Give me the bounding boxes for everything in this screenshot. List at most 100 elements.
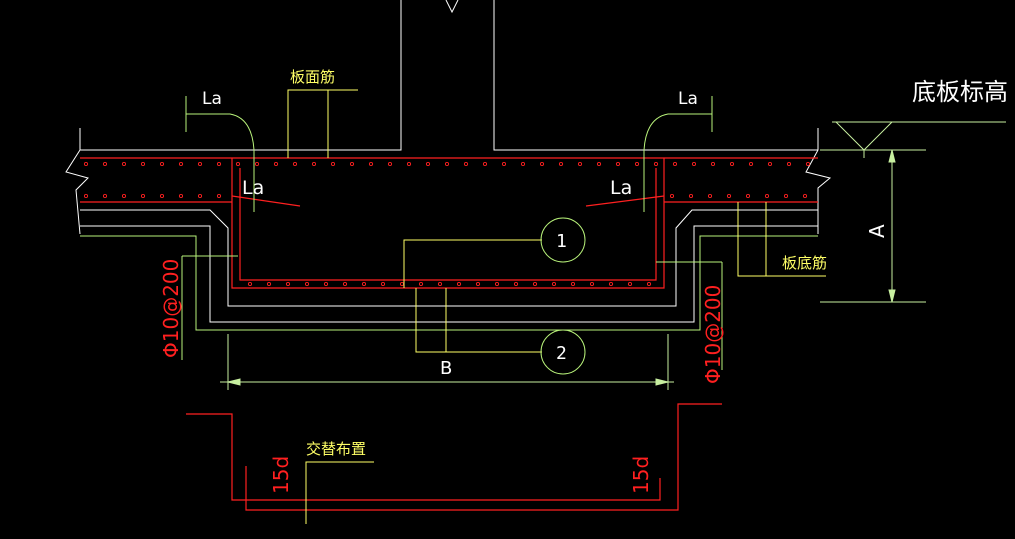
dimensions [220,121,1006,390]
rebar-dot [425,161,431,167]
callout-2-leader [415,288,542,353]
hook-length-right: 15d [629,456,653,494]
rebar-dot [330,161,336,167]
rebar-dot [235,161,241,167]
stirrup-spec-left: Φ10@200 [159,259,183,358]
rebar-dot [406,161,412,167]
rebar-dot [532,281,538,287]
rebar-dot [520,161,526,167]
break-line-left [65,128,89,235]
rebar-dot [83,161,89,167]
rebar-dot [285,281,291,287]
callout-1-number: 1 [556,231,567,252]
staggered-label: 交替布置 [306,440,366,458]
la-anchor-left-top [231,195,301,207]
rebar-dot [745,193,751,199]
dim-a-arrow-top [888,149,896,163]
rebar-dot [577,161,583,167]
la-bend-right [643,113,712,212]
rebar-dot [83,193,89,199]
rebar-dot [102,193,108,199]
concrete-outline [65,0,832,323]
hook-length-left: 15d [269,456,293,494]
rebar-dot [197,193,203,199]
rebar-dot [342,281,348,287]
stirrup-spec-right: Φ10@200 [701,285,725,384]
rebar-dot [707,193,713,199]
rebar-dot [216,193,222,199]
rebar-dot [197,161,203,167]
rebar-dot [634,161,640,167]
la-label-mid-right: La [610,177,632,199]
rebar-dot [786,161,792,167]
column-left-edge [80,0,402,151]
rebar-dot [311,161,317,167]
hook-bottom-right [245,403,722,511]
callout-2-number: 2 [556,343,567,364]
rebar-dot [672,161,678,167]
leaders [181,96,723,370]
la-anchor-right-top [585,195,665,207]
rebar-dot [387,161,393,167]
rebar-dot [121,193,127,199]
rebar-dots [83,161,811,287]
staggered-leader [305,461,374,524]
pit-offset-outline [80,0,818,331]
slab-bottom-left [80,209,818,307]
la-bend-left [186,113,255,212]
rebar-dot [729,161,735,167]
rebar-dot [653,161,659,167]
pit-outer-left [80,225,818,323]
rebar-dot [805,161,811,167]
annotations: 板面筋 板底筋 底板标高 交替布置 La La La La B A 1 2 Φ1… [159,68,1008,494]
rebar-dot [292,161,298,167]
pit-inner-rebar [239,168,657,281]
dim-b-label: B [440,358,452,379]
rebar-dot [627,281,633,287]
rebar-dot [463,161,469,167]
rebar-dot [216,161,222,167]
rebar-dot [266,281,272,287]
rebar-dot [710,161,716,167]
rebar-dot [608,281,614,287]
callouts [540,217,586,375]
rebar-dot [254,161,260,167]
slab-bottom-rebar-label: 板底筋 [782,254,827,272]
rebar-dot [361,281,367,287]
column-notch [445,0,459,14]
rebar-dot [513,281,519,287]
dim-b-arrow-left [227,378,241,386]
rebar-dot [558,161,564,167]
rebar-dot [304,281,310,287]
dim-b-arrow-right [655,378,669,386]
pit-rebar-cage [231,158,665,289]
rebar [80,157,818,511]
rebar-dot [159,161,165,167]
rebar-dot [494,281,500,287]
rebar-dot [349,161,355,167]
rebar-dot [159,193,165,199]
rebar-dot [501,161,507,167]
rebar-dot [726,193,732,199]
rebar-dot [140,161,146,167]
rebar-dot [418,281,424,287]
rebar-dot [589,281,595,287]
callout-1-leader [403,239,542,288]
rebar-dot [570,281,576,287]
rebar-dot [399,281,405,287]
rebar-dot [444,161,450,167]
rebar-dot [323,281,329,287]
rebar-dot [368,161,374,167]
rebar-dot [802,193,808,199]
rebar-dot [783,193,789,199]
rebar-dot [551,281,557,287]
rebar-dot [646,281,652,287]
rebar-dot [748,161,754,167]
rebar-dot [475,281,481,287]
rebar-dot [178,161,184,167]
rebar-dot [764,193,770,199]
rebar-dot [437,281,443,287]
rebar-dot [615,161,621,167]
